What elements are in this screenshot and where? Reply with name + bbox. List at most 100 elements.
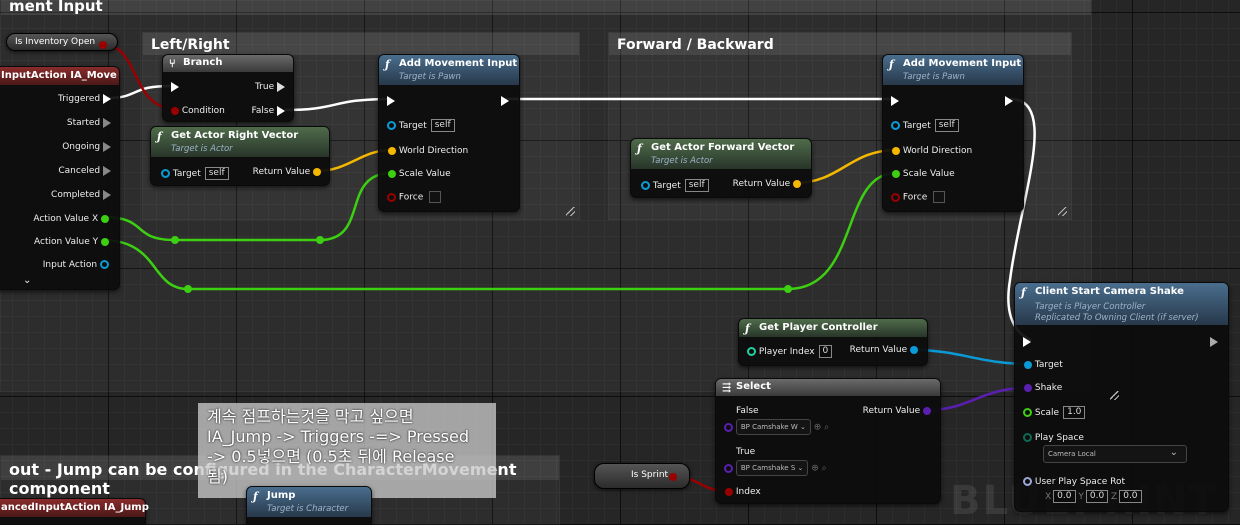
rot-z-input[interactable]: 0.0 xyxy=(1119,490,1142,503)
add-movement-1-exec-out[interactable] xyxy=(501,95,509,107)
branch-true[interactable]: True xyxy=(255,81,285,93)
bool-pin-icon[interactable] xyxy=(99,41,107,49)
add-movement-1-force[interactable]: Force xyxy=(387,191,442,204)
force-checkbox[interactable] xyxy=(933,191,946,203)
note-comment[interactable]: 계속 점프하는것을 막고 싶으면 IA_Jump -> Triggers -=>… xyxy=(198,403,496,498)
right-vector-return[interactable]: Return Value xyxy=(253,166,321,178)
rot-x-input[interactable]: 0.0 xyxy=(1053,490,1076,503)
camera-shake-target[interactable]: Target xyxy=(1024,359,1063,371)
player-controller-title: Get Player Controller xyxy=(759,322,878,333)
player-index-input[interactable]: 0 xyxy=(818,345,833,358)
user-rot-label: User Play Space Rot xyxy=(1034,477,1126,487)
self-input[interactable]: self xyxy=(204,167,229,180)
return-value-label: Return Value xyxy=(732,179,791,189)
camera-shake-user-rot[interactable]: User Play Space Rot xyxy=(1023,476,1125,488)
camera-shake-shake[interactable]: Shake xyxy=(1024,382,1062,394)
add-movement-2-title: Add Movement Input xyxy=(903,58,1022,69)
force-checkbox[interactable] xyxy=(429,191,442,203)
add-movement-2-exec-in[interactable] xyxy=(891,95,899,107)
select-index-pin[interactable]: Index xyxy=(725,486,761,498)
add-movement-2-world-direction[interactable]: World Direction xyxy=(892,145,972,157)
player-controller-return[interactable]: Return Value xyxy=(850,344,918,356)
select-node[interactable]: ⇶Select False BP Camshake W ⌄ ⊕ ⌕ Return… xyxy=(715,378,941,504)
select-true-pin[interactable]: BP Camshake S ⌄ ⊕ ⌕ xyxy=(724,460,827,476)
exec-in-icon xyxy=(171,81,179,92)
add-movement-1-scale-value[interactable]: Scale Value xyxy=(388,168,451,180)
scale-input[interactable]: 1.0 xyxy=(1063,406,1086,419)
pin-canceled[interactable]: Canceled xyxy=(58,165,111,177)
browse-icon[interactable]: ⊕ ⌕ xyxy=(811,463,827,474)
bool-pin-icon[interactable] xyxy=(669,473,677,481)
resize-handle[interactable] xyxy=(1110,391,1119,400)
bool-pin-icon xyxy=(387,192,396,202)
browse-icon[interactable]: ⊕ ⌕ xyxy=(813,422,830,433)
pin-triggered[interactable]: Triggered xyxy=(58,93,111,105)
add-movement-2-scale-value[interactable]: Scale Value xyxy=(892,168,955,180)
resize-handle[interactable] xyxy=(566,207,575,216)
scale-label: Scale xyxy=(1034,408,1060,418)
forward-vector-return[interactable]: Return Value xyxy=(733,178,801,190)
ia-move-node[interactable]: InputAction IA_Move Triggered Started On… xyxy=(0,66,120,290)
exec-out-icon xyxy=(1210,336,1218,347)
exec-out-icon xyxy=(277,81,285,92)
world-direction-label: World Direction xyxy=(902,146,973,156)
pin-action-value-y[interactable]: Action Value Y xyxy=(34,236,109,248)
force-label: Force xyxy=(902,192,928,203)
branch-exec-in[interactable] xyxy=(171,81,179,93)
select-return-pin[interactable]: Return Value xyxy=(863,405,931,417)
branch-node[interactable]: ⑂Branch Condition True False xyxy=(162,54,294,122)
function-icon: ƒ xyxy=(1021,286,1026,299)
exec-in-icon xyxy=(1023,336,1031,347)
select-true-dropdown[interactable]: BP Camshake S ⌄ xyxy=(735,460,809,476)
pin-ongoing[interactable]: Ongoing xyxy=(62,141,111,153)
is-sprint-label: Is Sprint xyxy=(631,470,669,480)
camera-shake-play-space[interactable]: Play Space xyxy=(1023,432,1084,444)
pin-completed[interactable]: Completed xyxy=(51,189,111,201)
camera-shake-title: Client Start Camera Shake xyxy=(1035,286,1184,297)
function-icon: ƒ xyxy=(889,58,894,71)
camera-shake-exec-out[interactable] xyxy=(1210,336,1218,348)
play-space-dropdown[interactable]: Camera Local⌄ xyxy=(1043,445,1187,463)
ia-move-title: InputAction IA_Move xyxy=(1,70,117,81)
resize-handle[interactable] xyxy=(1058,207,1067,216)
ia-jump-node[interactable]: ancedInputAction IA_Jump xyxy=(0,498,149,525)
pin-completed-label: Completed xyxy=(51,190,101,200)
chevron-down-icon[interactable]: ⌄ xyxy=(23,275,32,286)
self-input[interactable]: self xyxy=(430,119,455,132)
branch-title: Branch xyxy=(183,57,223,68)
select-false-pin[interactable]: BP Camshake W ⌄ ⊕ ⌕ xyxy=(724,419,829,435)
add-movement-2-exec-out[interactable] xyxy=(1005,95,1013,107)
branch-false[interactable]: False xyxy=(252,105,285,117)
rot-y-input[interactable]: 0.0 xyxy=(1085,490,1109,503)
is-sprint-node[interactable]: Is Sprint xyxy=(594,463,690,489)
branch-condition[interactable]: Condition xyxy=(171,105,225,117)
exec-in-icon xyxy=(387,95,395,106)
add-movement-1-exec-in[interactable] xyxy=(387,95,395,107)
add-movement-1-subtitle: Target is Pawn xyxy=(399,72,461,82)
self-input[interactable]: self xyxy=(934,119,959,132)
pin-action-value-x[interactable]: Action Value X xyxy=(33,213,109,225)
self-input[interactable]: self xyxy=(684,179,709,192)
camera-shake-exec-in[interactable] xyxy=(1023,336,1031,348)
pin-started[interactable]: Started xyxy=(67,117,111,129)
add-movement-1-world-direction[interactable]: World Direction xyxy=(388,145,468,157)
is-inventory-open-node[interactable]: Is Inventory Open xyxy=(6,33,118,51)
vector-pin-icon xyxy=(313,167,321,176)
pin-input-action[interactable]: Input Action xyxy=(43,259,109,271)
add-movement-2-force[interactable]: Force xyxy=(891,191,946,204)
select-false-dropdown[interactable]: BP Camshake W ⌄ xyxy=(735,419,811,435)
